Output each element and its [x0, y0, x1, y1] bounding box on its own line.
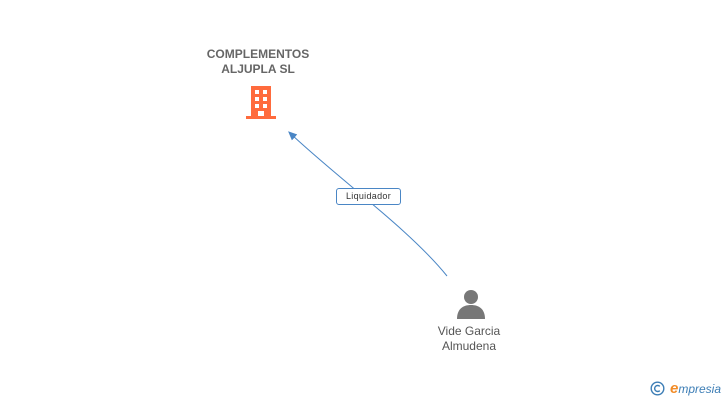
company-name-line-2: ALJUPLA SL [221, 62, 295, 76]
copyright-icon [650, 381, 665, 396]
relation-label[interactable]: Liquidador [336, 188, 401, 205]
company-name-line-1: COMPLEMENTOS [206, 47, 310, 61]
person-node-label[interactable]: Vide Garcia Almudena [409, 324, 529, 354]
brand-rest: mpresia [678, 382, 722, 396]
person-name-line-2: Almudena [441, 339, 497, 353]
brand-logo[interactable]: empresia [670, 380, 722, 397]
building-icon[interactable] [244, 84, 278, 120]
brand-initial: e [670, 380, 679, 397]
person-name-line-1: Vide Garcia [437, 324, 501, 338]
relation-edge-line [288, 131, 448, 277]
company-node-label[interactable]: COMPLEMENTOS ALJUPLA SL [188, 47, 328, 77]
person-icon[interactable] [456, 289, 486, 319]
